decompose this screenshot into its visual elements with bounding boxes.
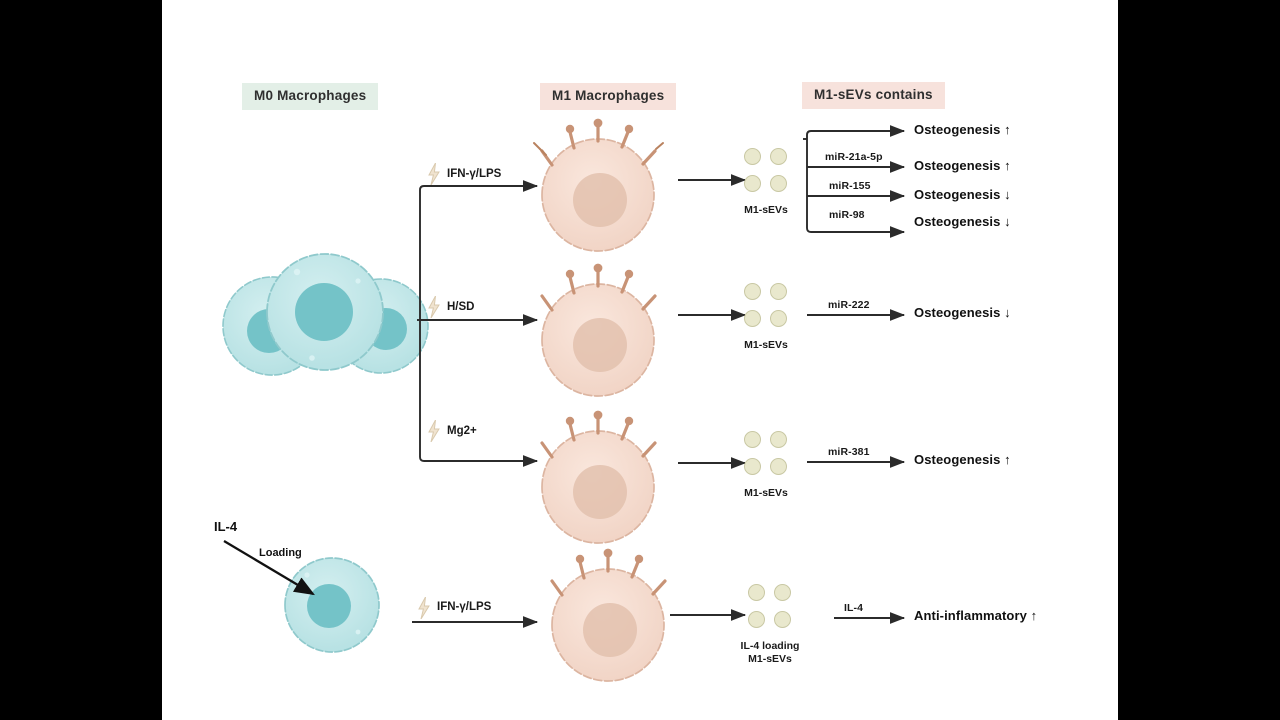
sev-vesicle [748,611,765,628]
il4-loading-arrow [223,540,315,596]
loading-action-label: Loading [259,547,302,559]
sev-caption-row3: M1-sEVs [744,487,788,499]
sev-vesicle [748,584,765,601]
cargo-label-r2: miR-222 [828,299,870,311]
il4-loaded-m0-cell [284,557,380,653]
sev-vesicle [770,283,787,300]
outcome-label-r2: Osteogenesis ↓ [914,305,1011,320]
cargo-label-b2: miR-21a-5p [825,151,883,163]
row1-cargo-bracket [803,125,906,238]
outcome-label-b3: Osteogenesis ↓ [914,187,1011,202]
header-label-m1: M1 Macrophages [552,88,665,103]
header-chip-m1-macrophages: M1 Macrophages [540,83,677,110]
stimulus-label-row4: IFN-γ/LPS [437,601,492,613]
m1-macrophage-row1 [533,118,664,252]
m0-macrophage-cluster [222,253,429,376]
sev-vesicle [770,458,787,475]
sev-vesicle [744,458,761,475]
cargo-label-b4: miR-98 [829,209,865,221]
outcome-label-b1: Osteogenesis ↑ [914,122,1011,137]
sev-caption-row2: M1-sEVs [744,339,788,351]
m0-to-m1-branch-bracket [417,180,539,467]
sev-caption-row4-line1: IL-4 loading [740,640,800,652]
outcome-label-b2: Osteogenesis ↑ [914,158,1011,173]
sev-vesicle [744,148,761,165]
stimulus-label-row2: H/SD [447,301,475,313]
m1-macrophage-row4 [550,548,667,682]
letterbox-right [1118,0,1280,720]
sev-vesicle [770,175,787,192]
header-label-contains: M1-sEVs contains [814,87,933,102]
diagram-vector-layer [222,118,906,682]
header-label-m0: M0 Macrophages [254,88,367,103]
figure-canvas: M0 Macrophages M1 Macrophages M1-sEVs co… [162,0,1118,720]
outcome-label-r3: Osteogenesis ↑ [914,452,1011,467]
sev-vesicle [744,283,761,300]
sev-vesicle [744,431,761,448]
sev-caption-row1: M1-sEVs [744,204,788,216]
single-cargo-arrows [807,309,906,624]
sev-vesicle [770,310,787,327]
sev-vesicle [774,584,791,601]
outcome-label-b4: Osteogenesis ↓ [914,214,1011,229]
header-chip-m0-macrophages: M0 Macrophages [242,83,379,110]
letterbox-left [0,0,162,720]
il4-cytokine-label: IL-4 [214,519,238,534]
lightning-bolt-icon-row2 [427,295,441,323]
m1-macrophage-row3 [540,410,657,544]
header-chip-m1-sevs-contains: M1-sEVs contains [802,82,945,109]
stimulus-label-row3: Mg2+ [447,425,477,437]
sev-vesicle [744,310,761,327]
lightning-bolt-icon-row4 [417,596,431,624]
cargo-label-r4: IL-4 [844,602,864,614]
sev-caption-row4-line2: M1-sEVs [748,653,792,665]
lightning-bolt-icon-row3 [427,419,441,447]
cargo-label-r3: miR-381 [828,446,870,458]
outcome-label-r4: Anti-inflammatory ↑ [914,608,1038,623]
m1-macrophage-row2 [540,263,657,397]
lightning-bolt-icon-row1 [427,162,441,190]
sev-vesicle [770,431,787,448]
sev-vesicle [770,148,787,165]
cargo-label-b3: miR-155 [829,180,871,192]
sev-vesicle [774,611,791,628]
stimulus-label-row1: IFN-γ/LPS [447,168,502,180]
sev-vesicle [744,175,761,192]
m1-to-sev-arrows [670,174,747,621]
